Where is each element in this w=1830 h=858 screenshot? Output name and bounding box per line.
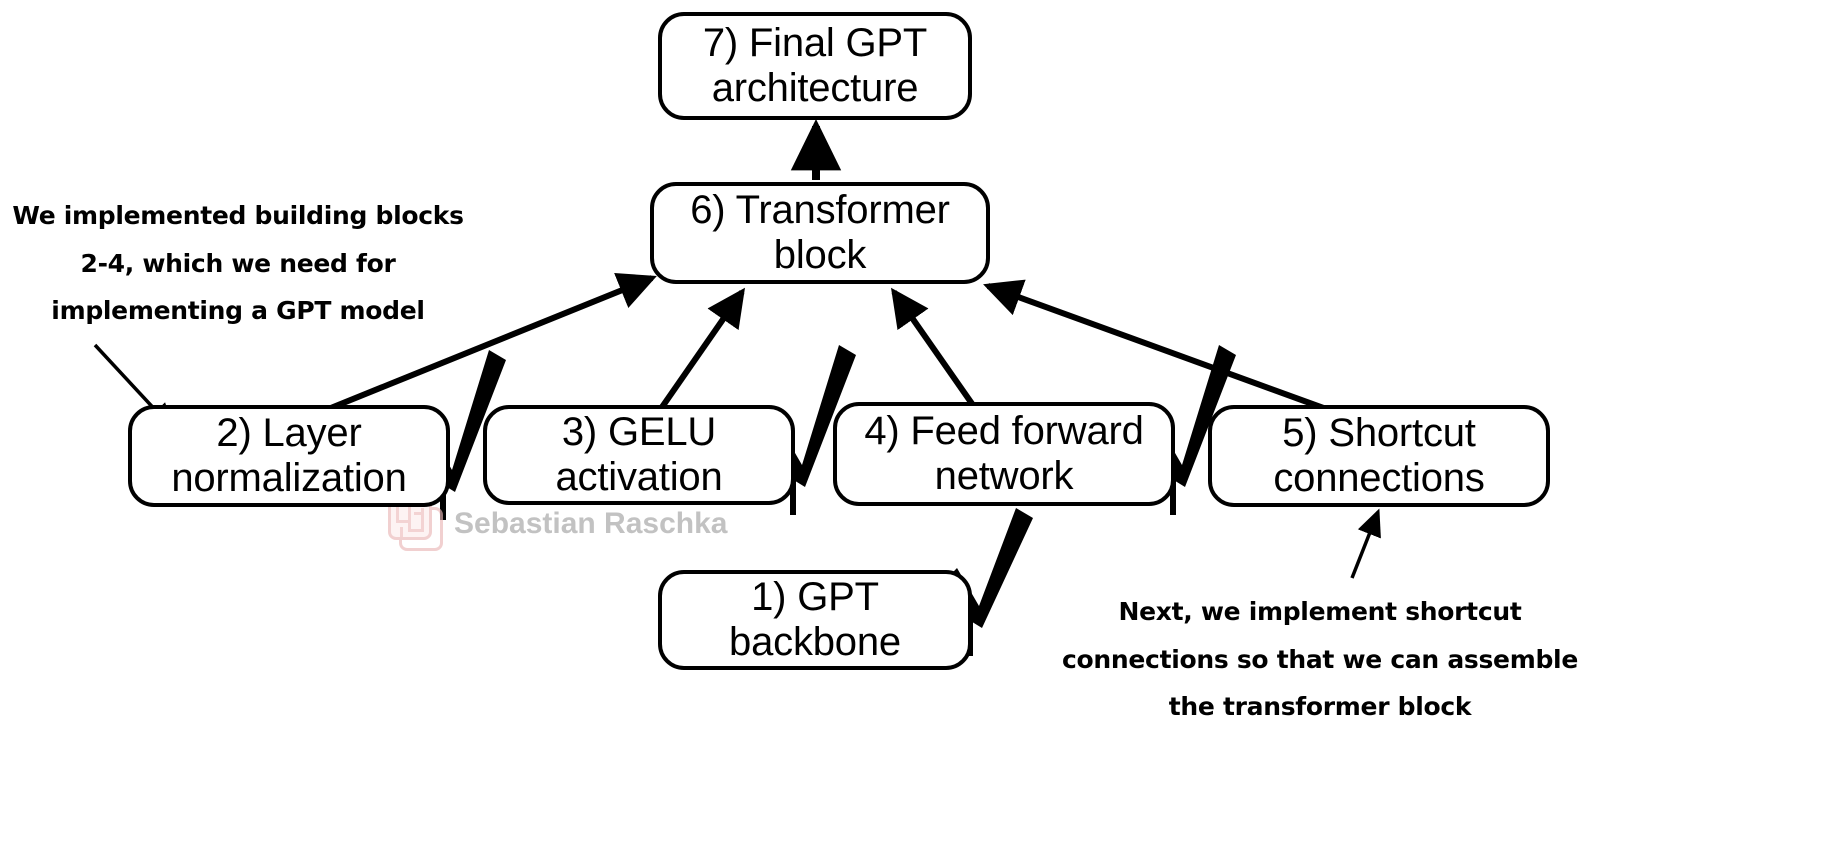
node-label: 3) GELU activation	[555, 410, 723, 499]
node-layer-normalization[interactable]: 2) Layer normalization	[128, 405, 450, 507]
node-label: 5) Shortcut connections	[1273, 411, 1485, 500]
watermark-text: Sebastian Raschka	[454, 507, 728, 540]
edge-feedforward-to-transformer	[890, 287, 978, 410]
edge-shortcut-to-transformer	[983, 279, 1342, 417]
node-gpt-backbone[interactable]: 1) GPT backbone	[658, 570, 972, 670]
node-gelu-activation[interactable]: 3) GELU activation	[483, 405, 795, 505]
node-transformer-block[interactable]: 6) Transformer block	[650, 182, 990, 284]
node-label: 6) Transformer block	[690, 188, 950, 277]
node-shortcut-connections[interactable]: 5) Shortcut connections	[1208, 405, 1550, 507]
node-label: 1) GPT backbone	[729, 575, 901, 664]
node-final-gpt-architecture[interactable]: 7) Final GPT architecture	[658, 12, 972, 120]
node-feed-forward-network[interactable]: 4) Feed forward network	[833, 402, 1175, 506]
node-label: 7) Final GPT architecture	[702, 21, 928, 110]
annotation-right-note: Next, we implement shortcut connections …	[1062, 597, 1578, 721]
node-label: 4) Feed forward network	[864, 409, 1144, 498]
annotation-pointer-right	[1350, 508, 1381, 579]
annotation-left-note: We implemented building blocks 2-4, whic…	[12, 201, 464, 325]
node-label: 2) Layer normalization	[171, 411, 407, 500]
edge-gelu-to-transformer	[657, 287, 745, 412]
